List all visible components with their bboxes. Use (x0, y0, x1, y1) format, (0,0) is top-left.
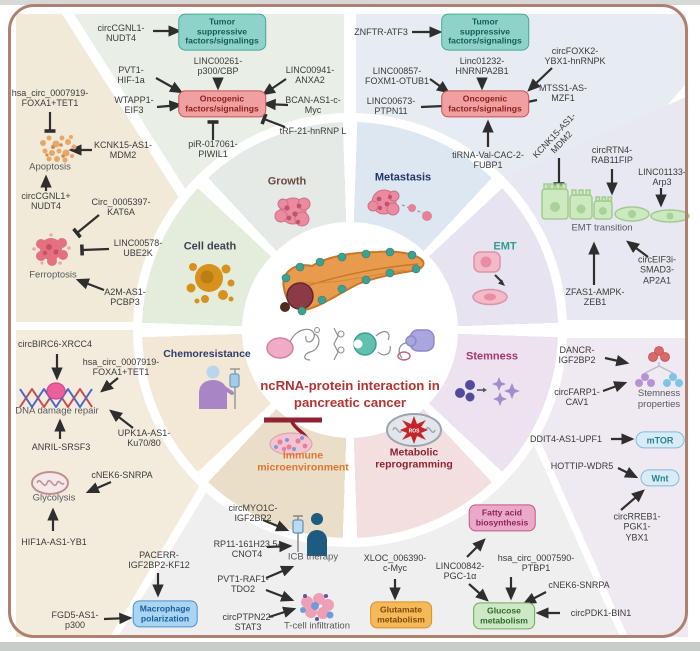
node-zfas1-ampk-zeb1: ZFAS1-AMPK- ZEB1 (565, 286, 625, 307)
node-a2m-as1-pcbp3: A2M-AS1- PCBP3 (104, 286, 146, 307)
node-linc00941-anxa2: LINC00941- ANXA2 (285, 64, 335, 85)
node-hif1a-as1-yb1: HIF1A-AS1-YB1 (21, 536, 87, 547)
growth-tumor-icon (274, 197, 311, 227)
node-circcgnl1-nudt4: circCGNL1- NUDT4 (97, 22, 145, 43)
node-fgd5-as1-p300: FGD5-AS1- p300 (51, 609, 99, 630)
node-dancr-igf2bp2: DANCR- IGF2BP2 (558, 344, 596, 365)
node-upk1a-as1-ku7080: UPK1A-AS1- Ku70/80 (117, 427, 171, 448)
node-hsa-circ-0007590-ptbp1: hsa_circ_0007590- PTBP1 (497, 552, 575, 573)
hallmark-chemoresistance: Chemoresistance (163, 347, 251, 360)
apoptosis-cells-icon (40, 135, 77, 163)
node-mtor-pill: mTOR (635, 431, 685, 449)
node-ferroptosis-label: Ferroptosis (29, 269, 77, 281)
node-circpdk1-bin1: circPDK1-BIN1 (570, 607, 632, 618)
node-hsa-circ-0007919-bottom: hsa_circ_0007919- FOXA1+TET1 (82, 356, 160, 377)
icb-therapy-patient-icon (292, 513, 327, 556)
stemness-cells-icon (455, 377, 520, 406)
node-pvt1-hif1a: PVT1- HIF-1a (117, 64, 145, 85)
emt-cells-icon (472, 251, 508, 306)
node-glucose-metabolism: Glucose metabolism (473, 602, 535, 630)
immune-vessel-icon (264, 417, 322, 456)
tcell-cluster-icon (300, 593, 334, 621)
metabolic-mitochondria-ros-icon: ROS (386, 413, 442, 447)
node-rp11-161h235-cnot4: RP11-161H23.5- CNOT4 (213, 538, 281, 559)
node-circeif3i-smad3-ap2a1: circEIF3i- SMAD3-AP2A1 (638, 254, 676, 286)
hallmark-emt: EMT (493, 240, 517, 253)
hallmark-stemness: Stemness (466, 350, 518, 363)
node-linc00261-p300cbp: LINC00261- p300/CBP (193, 55, 243, 76)
ros-label: ROS (409, 429, 421, 435)
node-linc01133-arp3: LINC01133- Arp3 (638, 166, 686, 187)
node-ddit4-as1-upf1: DDIT4-AS1-UPF1 (529, 433, 603, 444)
node-cnek6-snrpa-left: cNEK6-SNRPA (91, 469, 153, 480)
node-xloc006390-cmyc: XLOC_006390- c-Myc (363, 552, 427, 573)
hallmark-metastasis: Metastasis (374, 171, 432, 184)
node-circptpn22-stat3: circPTPN22- STAT3 (222, 611, 274, 632)
node-tumor-suppressive-left: Tumor suppressive factors/signalings (178, 13, 266, 51)
rna-protein-glyphs-icon (266, 327, 435, 361)
node-dna-damage-repair-label: DNA damage repair (15, 405, 99, 417)
node-macrophage-polarization: Macrophage polarization (132, 600, 198, 628)
node-circrtn4-rab11fip: circRTN4- RAB11FIP (591, 144, 633, 165)
node-oncogenic-left: Oncogenic factors/signalings (178, 90, 266, 118)
figure-title: ncRNA-protein interaction in pancreatic … (260, 377, 440, 410)
node-linc00857-foxm1-otub1: LINC00857- FOXM1-OTUB1 (364, 65, 430, 86)
emt-transition-cells-icon (541, 183, 690, 223)
node-circcgnl1-plus-nudt4: circCGNL1+ NUDT4 (21, 190, 71, 211)
hallmark-metabolic-reprogramming: Metabolic reprogramming (375, 446, 453, 471)
stemness-properties-tree-icon (635, 346, 683, 387)
chemoresistance-patient-icon (199, 365, 240, 409)
glycolysis-mitochondria-icon (31, 471, 69, 495)
node-apoptosis-label: Apoptosis (29, 161, 71, 173)
node-circmyo1c-igf2bp2: circMYO1C- IGF2BP2 (228, 502, 278, 523)
node-circfarp1-cav1: circFARP1- CAV1 (554, 386, 600, 407)
ferroptosis-cell-icon (32, 233, 71, 266)
node-pacerr-igf2bp2-kf12: PACERR- IGF2BP2-KF12 (128, 549, 190, 570)
bottom-gray-strip (0, 642, 700, 651)
node-mtss1-as-mzf1: MTSS1-AS- MZF1 (538, 82, 588, 103)
node-linc00673-ptpn11: LINC00673- PTPN11 (366, 95, 416, 116)
node-circrreb1-pgk1-ybx1: circRREB1-PGK1- YBX1 (613, 511, 661, 543)
top-gray-strip (0, 0, 700, 5)
node-anril-srsf3: ANRIL-SRSF3 (31, 441, 91, 452)
node-pvt1-raf1-tdo2: PVT1-RAF1- TDO2 (217, 573, 269, 594)
pancreas-icon (280, 247, 425, 316)
node-circ0005397-kat6a: Circ_0005397- KAT6A (91, 196, 151, 217)
hallmark-cell-death: Cell death (183, 240, 237, 253)
node-tumor-suppressive-right: Tumor suppressive factors/signalings (441, 13, 529, 51)
node-glycolysis-label: Glycolysis (32, 492, 76, 504)
node-wtapp1-eif3: WTAPP1- EIF3 (114, 94, 154, 115)
node-cnek6-snrpa-right: cNEK6-SNRPA (548, 579, 610, 590)
node-fatty-acid-biosynthesis: Fatty acid biosynthesis (468, 504, 536, 532)
node-glutamate-metabolism: Glutamate metabolism (370, 601, 432, 629)
node-linc01232-hnrnpa2b1: Linc01232- HNRNPA2B1 (455, 55, 509, 76)
node-hsa-circ-0007919-top: hsa_circ_0007919- FOXA1+TET1 (11, 87, 89, 108)
node-wnt-pill: Wnt (640, 469, 680, 487)
node-znftr-atf3: ZNFTR-ATF3 (354, 26, 408, 37)
node-bcan-as1-cmyc: BCAN-AS1-c- Myc (285, 94, 341, 115)
node-hottip-wdr5: HOTTIP-WDR5 (550, 460, 614, 471)
hallmark-immune-microenvironment: Immune microenvironment (257, 449, 349, 474)
dna-damage-repair-icon (19, 382, 93, 408)
node-emt-transition-label: EMT transition (571, 222, 633, 234)
metastasis-spread-icon (367, 189, 432, 221)
node-linc00842-pgc1a: LINC00842- PGC-1α (435, 560, 485, 581)
hallmark-growth: Growth (267, 175, 307, 188)
node-circfoxk2-ybx1-hnrnpk: circFOXK2- YBX1-hnRNPK (544, 45, 606, 66)
node-linc00578-ube2k: LINC00578- UBE2K (113, 237, 163, 258)
node-circbirc6-xrcc4: circBIRC6-XRCC4 (17, 338, 93, 349)
node-tirna-val-cac2-fubp1: tiRNA-Val-CAC-2- FUBP1 (452, 149, 524, 170)
node-oncogenic-right: Oncogenic factors/signalings (441, 90, 529, 118)
node-tcell-infiltration-label: T-cell infiltration (284, 620, 350, 632)
node-kcnk15-as1-mdm2-left: KCNK15-AS1- MDM2 (93, 139, 153, 160)
node-icb-therapy-label: ICB therapy (287, 551, 339, 563)
node-trf21-hnrnpl: tRF-21-hnRNP L (279, 125, 347, 136)
cell-death-icon (186, 263, 235, 304)
node-pir017061-piwil1: piR-017061- PIWIL1 (188, 138, 238, 159)
node-stemness-properties-label: Stemness properties (637, 388, 681, 410)
